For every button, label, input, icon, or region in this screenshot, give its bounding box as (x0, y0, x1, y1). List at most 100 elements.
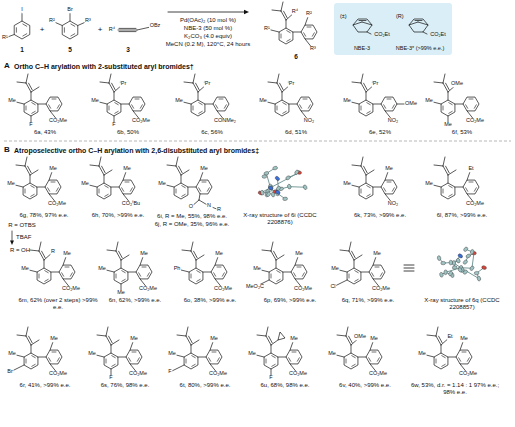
aromatic-bond (45, 279, 48, 281)
aromatic-bond (202, 182, 206, 183)
bond-line (366, 92, 367, 100)
bond-line (443, 74, 445, 83)
bond-line (434, 82, 443, 83)
atom-label: NO₂ (304, 118, 314, 124)
atom-label: R¹ (264, 26, 270, 32)
atom-label: R³ (310, 46, 316, 52)
atom-label: Ph (174, 266, 181, 272)
substituent-bond (22, 13, 23, 21)
compound-number: 5 (68, 47, 72, 54)
aromatic-bond (312, 33, 314, 36)
substituent-bond (337, 280, 347, 285)
double-bond (176, 166, 181, 175)
substituent-bond (181, 270, 189, 272)
atom-label: Me (81, 181, 89, 187)
double-bond (364, 83, 368, 90)
atom-label: CO₂Me (294, 286, 312, 292)
benzene-ring (45, 180, 61, 194)
atom-label: OBz (150, 23, 161, 29)
bond-line (366, 170, 374, 175)
atom-label: NO₂ (388, 118, 398, 124)
bond-line (196, 260, 197, 268)
aromatic-bond (462, 352, 466, 353)
molecule (257, 327, 302, 369)
bridge-bond (353, 22, 362, 25)
atom-label: Me (158, 181, 166, 187)
xray-atom (439, 272, 444, 278)
substituent-bond (441, 340, 447, 345)
aromatic-bond (99, 189, 100, 193)
xray-atom (437, 255, 441, 260)
bond-line (268, 82, 277, 83)
bond-line (26, 327, 28, 336)
molecule (184, 74, 229, 116)
double-bond (346, 336, 351, 345)
aromatic-bond (466, 105, 468, 108)
benzene-ring (213, 97, 229, 111)
substituent-bond (257, 355, 264, 357)
aromatic-bond (71, 24, 75, 26)
aromatic-bond (352, 364, 355, 366)
aromatic-bond (287, 39, 290, 41)
benzene-ring (37, 268, 51, 284)
benzene-ring (62, 21, 78, 39)
xray-atom (271, 192, 276, 198)
arrow-shaft (168, 12, 246, 13)
atom-label: CO₂Me (62, 286, 80, 292)
aromatic-bond (292, 352, 296, 353)
aromatic-bond (217, 358, 219, 361)
bond-line (176, 157, 178, 166)
xray-atom (462, 259, 468, 265)
benzene-ring (279, 28, 293, 44)
substituent-bond (140, 257, 143, 266)
bond-line (111, 345, 112, 353)
substituent-bond (199, 200, 206, 204)
substituent-bond (198, 87, 204, 92)
aromatic-bond (71, 34, 75, 36)
aromatic-bond (199, 111, 202, 113)
aromatic-bond (469, 99, 473, 100)
double-bond (436, 336, 441, 345)
double-bond (443, 166, 448, 175)
compound-number: 1 (20, 47, 24, 54)
aromatic-bond (105, 186, 108, 188)
aromatic-bond (443, 106, 444, 110)
atom-label: Me (328, 351, 336, 357)
aromatic-bond (297, 267, 301, 268)
atom-label: F (112, 122, 115, 128)
aromatic-bond (212, 352, 216, 353)
aromatic-bond (300, 105, 302, 108)
compound-caption: 6w, 53%, d.r. = 1.14 : 1 97% e.e.; 98% e… (409, 382, 501, 396)
benzene-ring (97, 183, 111, 199)
bond-line (17, 82, 26, 83)
double-bond (443, 83, 448, 92)
bond-line (448, 92, 449, 100)
substituent-bond (434, 185, 441, 187)
benzene-ring (286, 350, 302, 364)
bond-line (181, 170, 189, 175)
aromatic-bond (224, 105, 226, 108)
aromatic-bond (57, 105, 59, 108)
plus-sign: + (98, 26, 103, 34)
bond-line (111, 340, 119, 345)
compound-caption: R = OH (10, 247, 30, 254)
section-letter: B (4, 146, 10, 154)
molecule (100, 74, 145, 116)
substituent-bond (352, 102, 359, 104)
compound-caption: 6g, 78%, 97% e.e. (19, 212, 68, 219)
aromatic-bond (49, 358, 51, 361)
bridge-bond (362, 22, 372, 25)
atom-label: CO₂Me (289, 371, 307, 377)
atom-label: Me (91, 98, 99, 104)
aromatic-bond (380, 273, 382, 276)
aromatic-bond (387, 182, 391, 183)
atom-label: OMe (405, 101, 417, 107)
double-bond (415, 20, 422, 21)
benzene-ring (174, 183, 188, 199)
aromatic-bond (125, 182, 129, 183)
plus-sign: + (40, 26, 45, 34)
substituent-bond (352, 185, 359, 187)
substituent-bond (56, 23, 62, 26)
aromatic-bond (469, 182, 473, 183)
